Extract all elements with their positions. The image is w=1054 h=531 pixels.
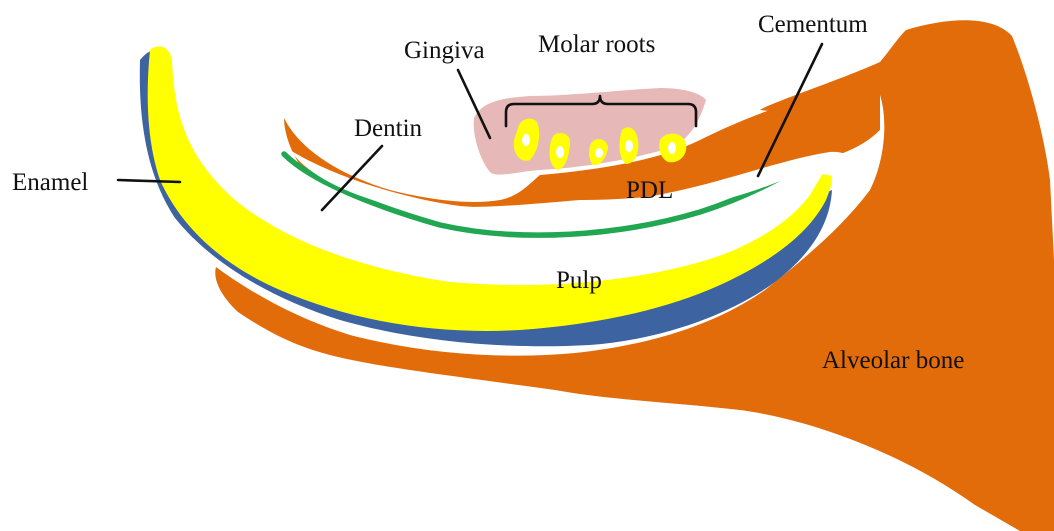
molar-root xyxy=(619,127,638,164)
label-pdl: PDL xyxy=(626,177,673,204)
label-enamel: Enamel xyxy=(12,169,88,196)
label-gingiva: Gingiva xyxy=(404,37,485,64)
label-alveolar-bone: Alveolar bone xyxy=(822,347,964,374)
label-cementum: Cementum xyxy=(758,11,868,38)
label-dentin: Dentin xyxy=(354,115,423,142)
label-molar-roots: Molar roots xyxy=(538,31,655,58)
label-pulp: Pulp xyxy=(556,267,602,294)
